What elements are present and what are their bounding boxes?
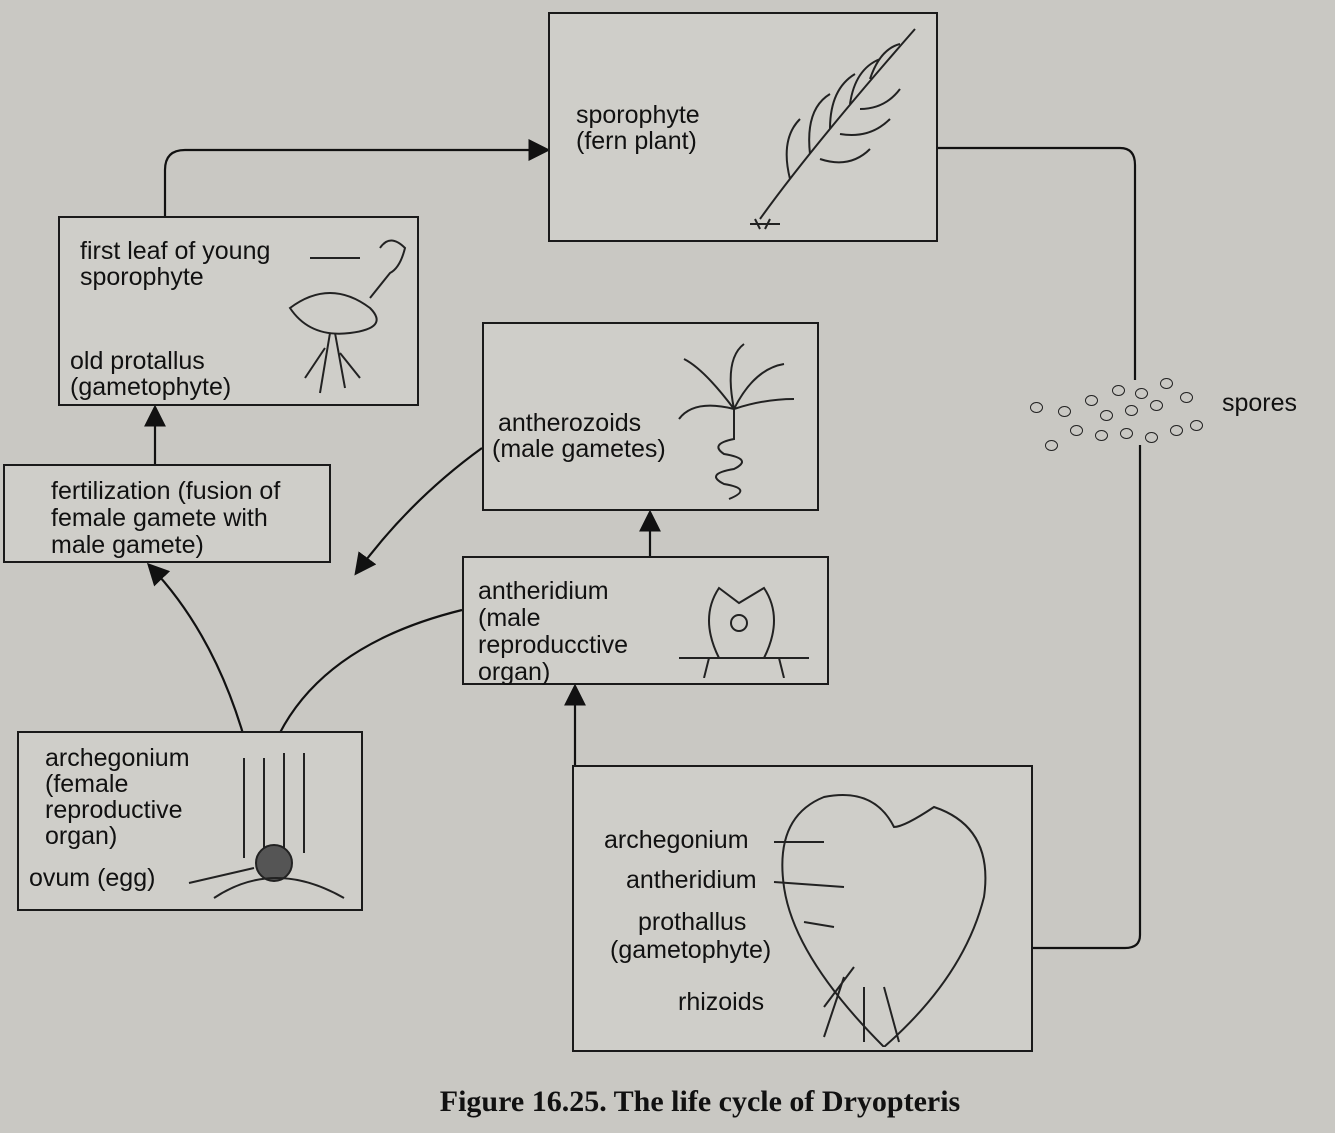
prothallus-label: prothallus bbox=[638, 908, 747, 936]
archegonium-label-3: reproductive bbox=[45, 796, 183, 824]
sporophyte-sublabel: (fern plant) bbox=[576, 127, 697, 155]
fertilization-label-3: male gamete) bbox=[51, 531, 204, 559]
prothallus-box: archegonium antheridium prothallus (game… bbox=[572, 765, 1033, 1052]
antherozoid-illustration bbox=[678, 343, 795, 500]
antheridium-box: antheridium (male reproducctive organ) bbox=[462, 556, 829, 686]
antherozoids-box: antherozoids (male gametes) bbox=[482, 322, 819, 511]
first-leaf-label-2: sporophyte bbox=[80, 263, 204, 291]
antheridium-label: antheridium bbox=[478, 577, 609, 605]
arrow-to-prothallus bbox=[977, 445, 1142, 959]
old-protallus-label-2: (gametophyte) bbox=[70, 373, 232, 401]
spores-label: spores bbox=[1222, 389, 1298, 417]
archegonium-label-2: (female bbox=[45, 770, 129, 798]
archegonium-label-4: organ) bbox=[45, 822, 118, 850]
prothallus-label-2: (gametophyte) bbox=[610, 936, 772, 964]
sporophyte-label: sporophyte bbox=[576, 101, 700, 129]
fertilization-label: fertilization (fusion of bbox=[51, 477, 281, 505]
ovum-label: ovum (egg) bbox=[29, 864, 156, 892]
young-sporophyte-box: first leaf of young sporophyte old prota… bbox=[58, 216, 419, 406]
antheridium-label-4: organ) bbox=[478, 658, 551, 686]
old-protallus-label: old protallus bbox=[70, 347, 205, 375]
arrow-to-spores bbox=[937, 146, 1137, 380]
antherozoids-label: antherozoids bbox=[498, 409, 642, 437]
antheridium-illustration bbox=[679, 586, 809, 678]
fern-plant-illustration bbox=[750, 28, 916, 230]
rhizoids-label: rhizoids bbox=[678, 988, 765, 1016]
prothallus-archegonium-label: archegonium bbox=[604, 826, 749, 854]
prothallus-antheridium-label: antheridium bbox=[626, 866, 757, 894]
arrow-antherozoids-to-fertilization bbox=[354, 447, 483, 576]
antherozoids-sublabel: (male gametes) bbox=[492, 435, 666, 463]
young-sporophyte-illustration bbox=[288, 239, 407, 394]
first-leaf-label: first leaf of young bbox=[80, 237, 271, 265]
archegonium-label: archegonium bbox=[45, 744, 190, 772]
figure-caption: Figure 16.25. The life cycle of Dryopter… bbox=[439, 1085, 961, 1118]
prothallus-illustration bbox=[773, 794, 987, 1047]
arrow-to-sporophyte bbox=[163, 139, 551, 216]
fertilization-label-2: female gamete with bbox=[51, 504, 268, 532]
antheridium-label-2: (male bbox=[478, 604, 541, 632]
fertilization-box: fertilization (fusion of female gamete w… bbox=[3, 464, 331, 563]
archegonium-illustration bbox=[188, 753, 345, 899]
archegonium-box: archegonium (female reproductive organ) … bbox=[17, 731, 363, 911]
sporophyte-box: sporophyte (fern plant) bbox=[548, 12, 938, 242]
antheridium-label-3: reproducctive bbox=[478, 631, 629, 659]
